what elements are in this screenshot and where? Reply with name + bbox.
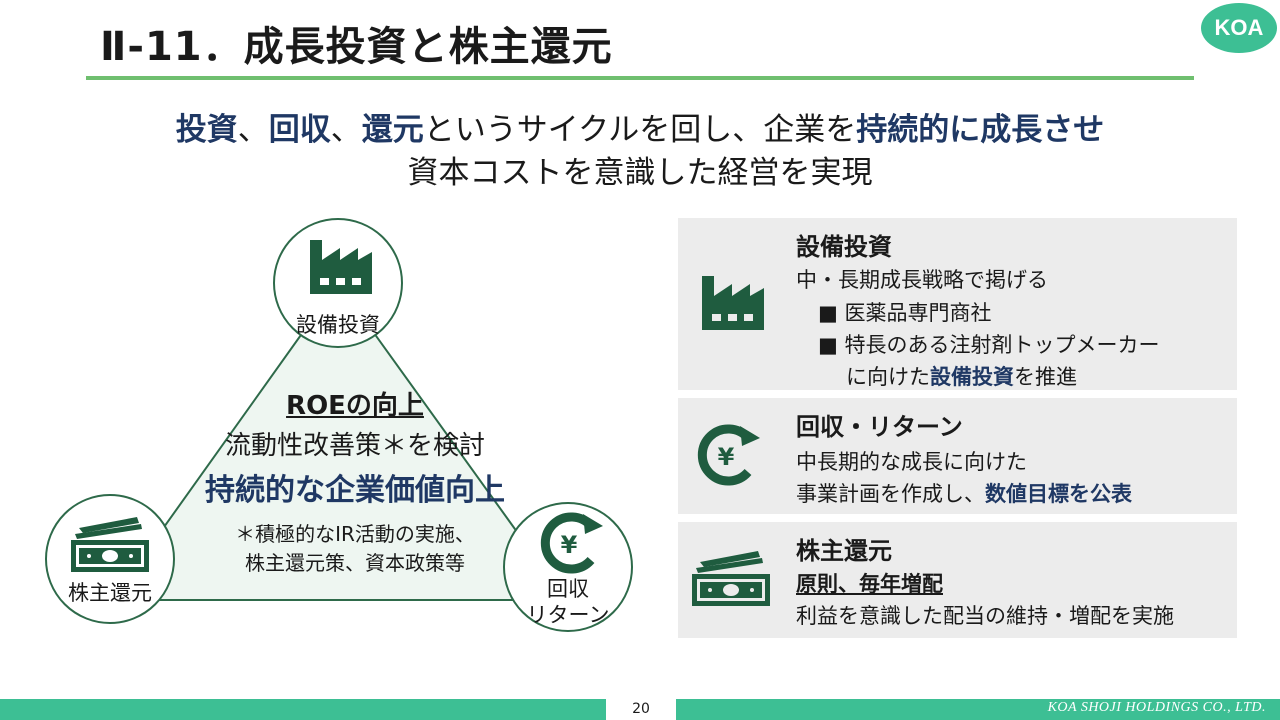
shareholder-circle: 株主還元 xyxy=(45,494,175,624)
capex-panel: 設備投資 中・長期成長戦略で掲げる ■ 医薬品専門商社 ■ 特長のある注射剤トッ… xyxy=(678,218,1237,390)
roe-heading: ROEの向上 xyxy=(286,391,424,421)
shareholder-title: 株主還元 xyxy=(796,537,892,565)
svg-text:¥: ¥ xyxy=(718,443,735,471)
title-divider xyxy=(86,76,1194,80)
lead-text: というサイクルを回し、企業を xyxy=(423,112,857,148)
return-circle: ¥ 回収 リターン xyxy=(503,502,633,632)
capex-line-1: 中・長期成長戦略で掲げる xyxy=(796,268,1048,292)
factory-icon xyxy=(702,276,764,330)
capex-circle-label: 設備投資 xyxy=(296,313,380,337)
footnote: ＊積極的なIR活動の実施、 株主還元策、資本政策等 xyxy=(120,520,590,578)
page-number: 20 xyxy=(606,699,676,720)
yen-cycle-icon: ¥ xyxy=(697,424,760,486)
return-line-2: 事業計画を作成し、数値目標を公表 xyxy=(796,482,1132,506)
liquidity-text: 流動性改善策＊を検討 xyxy=(224,431,485,461)
lead-text: 、 xyxy=(330,112,362,148)
footnote-line-2: 株主還元策、資本政策等 xyxy=(245,551,465,575)
return-line-1: 中長期的な成長に向けた xyxy=(796,450,1027,474)
svg-text:¥: ¥ xyxy=(561,531,578,559)
footnote-line-1: ＊積極的なIR活動の実施、 xyxy=(235,522,475,546)
lead-highlight: 投資 xyxy=(175,112,238,148)
shareholder-circle-label: 株主還元 xyxy=(68,581,152,605)
company-logo: KOA xyxy=(1201,3,1277,53)
return-circle-label-2: リターン xyxy=(526,603,610,627)
capex-title: 設備投資 xyxy=(796,233,892,261)
lead-line-2: 資本コストを意識した経営を実現 xyxy=(407,155,873,191)
capex-circle: 設備投資 xyxy=(273,218,403,348)
lead-highlight: 持続的に成長させ xyxy=(856,112,1105,148)
capex-bullet-2: ■ 特長のある注射剤トップメーカー xyxy=(818,333,1160,357)
cash-icon xyxy=(692,551,770,606)
sustainable-growth-text: 持続的な企業価値向上 xyxy=(205,473,505,508)
lead-highlight: 回収 xyxy=(268,112,331,148)
page-title: Ⅱ-11．成長投資と株主還元 xyxy=(100,24,613,70)
shareholder-panel: 株主還元 原則、毎年増配 利益を意識した配当の維持・増配を実施 xyxy=(678,522,1237,638)
return-title: 回収・リターン xyxy=(796,413,963,441)
yen-cycle-icon: ¥ xyxy=(540,512,603,574)
return-panel: ¥ 回収・リターン 中長期的な成長に向けた 事業計画を作成し、数値目標を公表 xyxy=(678,398,1237,514)
shareholder-line-1: 原則、毎年増配 xyxy=(796,572,943,596)
factory-icon xyxy=(310,240,372,294)
company-name: KOA SHOJI HOLDINGS CO., LTD. xyxy=(1047,700,1266,715)
capex-line-4: に向けた設備投資を推進 xyxy=(846,365,1077,389)
shareholder-line-2: 利益を意識した配当の維持・増配を実施 xyxy=(796,604,1174,628)
lead-line-1: 投資、回収、還元というサイクルを回し、企業を持続的に成長させ xyxy=(0,104,1280,149)
lead-text: 、 xyxy=(237,112,269,148)
cycle-triangle xyxy=(110,281,568,601)
capex-bullet-1: ■ 医薬品専門商社 xyxy=(818,301,992,325)
cash-icon xyxy=(71,517,149,572)
lead-highlight: 還元 xyxy=(361,112,424,148)
return-circle-label-1: 回収 xyxy=(547,577,589,601)
